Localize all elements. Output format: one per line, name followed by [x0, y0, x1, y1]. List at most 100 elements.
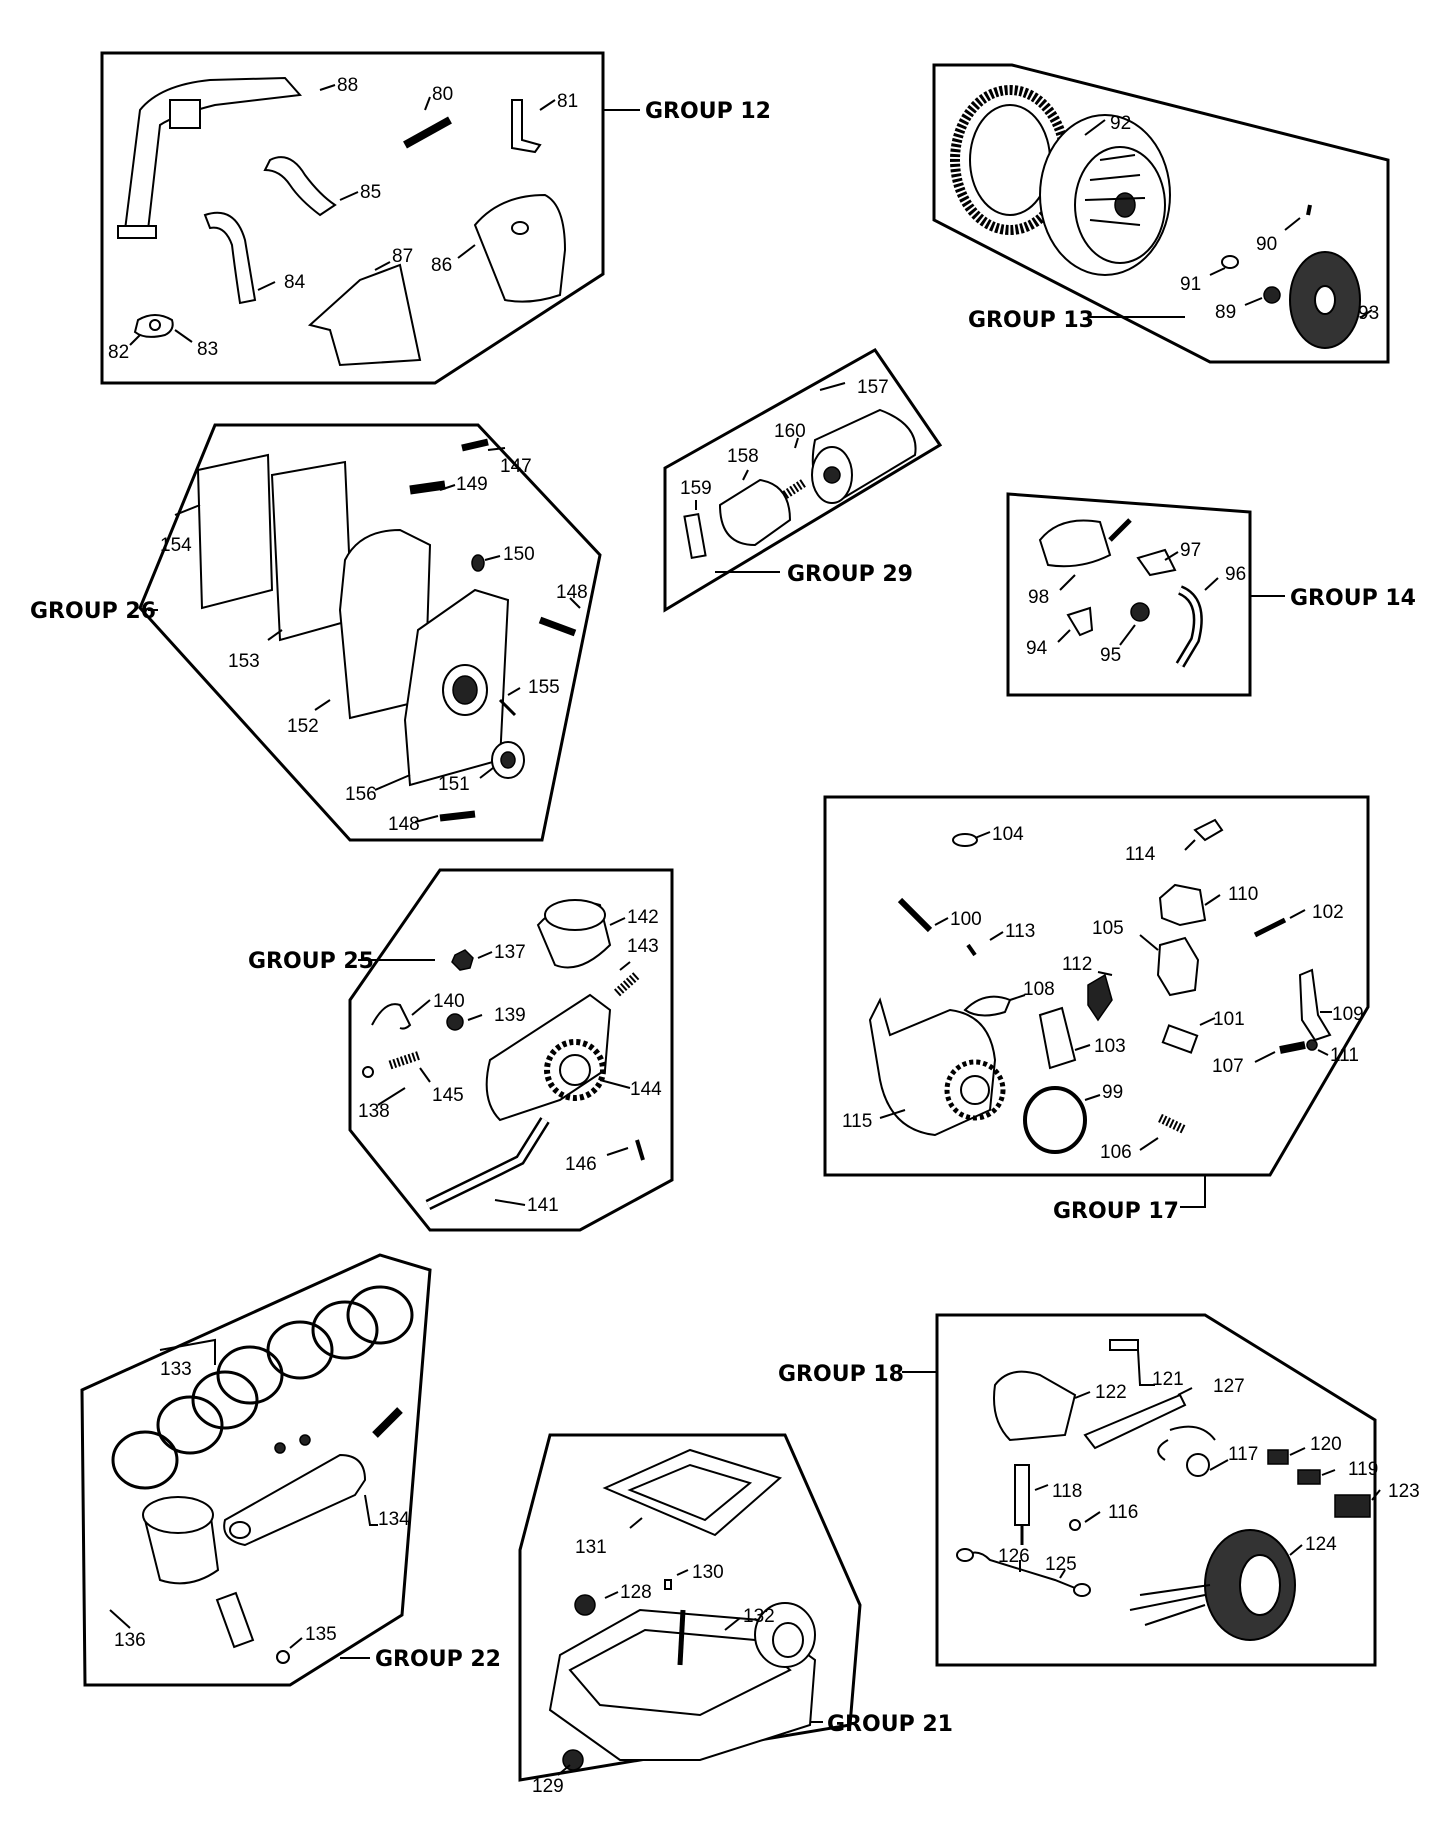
callout-138: 138: [358, 1101, 390, 1122]
callout-134: 134: [378, 1509, 410, 1530]
callout-103: 103: [1094, 1036, 1126, 1057]
callout-87: 87: [392, 246, 413, 267]
callout-127: 127: [1213, 1376, 1245, 1397]
callout-153: 153: [228, 651, 260, 672]
group-21-label: GROUP 21: [827, 1712, 953, 1737]
callout-100: 100: [950, 909, 982, 930]
callout-115: 115: [842, 1111, 872, 1132]
callout-99: 99: [1102, 1082, 1123, 1103]
callout-92: 92: [1110, 113, 1131, 134]
callout-125: 125: [1045, 1554, 1077, 1575]
callout-123: 123: [1388, 1481, 1420, 1502]
callout-133: 133: [160, 1359, 192, 1380]
callout-120: 120: [1310, 1434, 1342, 1455]
callout-89: 89: [1215, 302, 1236, 323]
callout-146: 146: [565, 1154, 597, 1175]
callout-128: 128: [620, 1582, 652, 1603]
group-13: GROUP 13 92 90 91 89 93: [932, 63, 1390, 364]
callout-147: 147: [500, 456, 532, 477]
callout-90: 90: [1256, 234, 1277, 255]
callout-114: 114: [1125, 844, 1156, 865]
callout-111: 111: [1330, 1045, 1359, 1066]
callout-112: 112: [1062, 954, 1092, 975]
callout-101: 101: [1213, 1009, 1245, 1030]
group-12-label: GROUP 12: [645, 99, 771, 124]
group-25: GROUP 25 142 137 143 140 139: [248, 868, 674, 1232]
callout-159: 159: [680, 478, 712, 499]
group-21: GROUP 21 131 128 130 132 129: [518, 1433, 953, 1797]
callout-93: 93: [1358, 303, 1379, 324]
group-14-label: GROUP 14: [1290, 586, 1416, 611]
callout-98: 98: [1028, 587, 1049, 608]
group-26-label: GROUP 26: [30, 599, 156, 624]
callout-83: 83: [197, 339, 218, 360]
callout-119: 119: [1348, 1459, 1378, 1480]
callout-108: 108: [1023, 979, 1055, 1000]
group-22-label: GROUP 22: [375, 1647, 501, 1672]
callout-154: 154: [160, 535, 192, 556]
callout-106: 106: [1100, 1142, 1132, 1163]
callout-88: 88: [337, 75, 358, 96]
group-18-label: GROUP 18: [778, 1362, 904, 1387]
callout-116: 116: [1108, 1502, 1138, 1523]
callout-104: 104: [992, 824, 1024, 845]
group-18: GROUP 18 122 121 127: [778, 1313, 1420, 1667]
callout-82: 82: [108, 342, 129, 363]
callout-121: 121: [1152, 1369, 1184, 1390]
callout-130: 130: [692, 1562, 724, 1583]
group-13-label: GROUP 13: [968, 308, 1094, 333]
callout-96: 96: [1225, 564, 1246, 585]
callout-86: 86: [431, 255, 452, 276]
callout-118: 118: [1052, 1481, 1082, 1502]
group-26: GROUP 26 147 149 154 150 148 153 155 1: [30, 423, 602, 842]
callout-149: 149: [456, 474, 488, 495]
callout-113: 113: [1005, 921, 1035, 942]
group-22: GROUP 22 133 134 136 135: [80, 1253, 501, 1687]
group-12: GROUP 12 88 80 81 85 84 87 86: [100, 51, 771, 385]
callout-158: 158: [727, 446, 759, 467]
callout-139: 139: [494, 1005, 526, 1026]
callout-136: 136: [114, 1630, 146, 1651]
callout-137: 137: [494, 942, 526, 963]
callout-151: 151: [438, 774, 470, 795]
group-17-label: GROUP 17: [1053, 1199, 1179, 1224]
callout-140: 140: [433, 991, 465, 1012]
callout-129: 129: [532, 1776, 564, 1797]
callout-81: 81: [557, 91, 578, 112]
callout-122: 122: [1095, 1382, 1127, 1403]
callout-94: 94: [1026, 638, 1048, 659]
callout-150: 150: [503, 544, 535, 565]
callout-152: 152: [287, 716, 319, 737]
callout-142: 142: [627, 907, 659, 928]
group-17: GROUP 17 10: [823, 795, 1370, 1224]
callout-95: 95: [1100, 645, 1121, 666]
group-25-label: GROUP 25: [248, 949, 374, 974]
callout-143: 143: [627, 936, 659, 957]
callout-102: 102: [1312, 902, 1344, 923]
callout-110: 110: [1228, 884, 1258, 905]
callout-80: 80: [432, 84, 453, 105]
callout-160: 160: [774, 421, 806, 442]
callout-124: 124: [1305, 1534, 1337, 1555]
callout-105: 105: [1092, 918, 1124, 939]
callout-109: 109: [1332, 1004, 1364, 1025]
group-29-label: GROUP 29: [787, 562, 913, 587]
callout-107: 107: [1212, 1056, 1244, 1077]
callout-132: 132: [743, 1606, 775, 1627]
group-14: GROUP 14 97 96 98 94 95: [1006, 492, 1416, 697]
group-29: GROUP 29 157 160 158 159: [663, 348, 943, 613]
callout-131: 131: [575, 1537, 607, 1558]
callout-85: 85: [360, 182, 381, 203]
callout-117: 117: [1228, 1444, 1258, 1465]
callout-97: 97: [1180, 540, 1201, 561]
callout-135: 135: [305, 1624, 337, 1645]
callout-157: 157: [857, 377, 889, 398]
callout-155: 155: [528, 677, 560, 698]
callout-145: 145: [432, 1085, 464, 1106]
callout-148b: 148: [388, 814, 420, 835]
callout-156: 156: [345, 784, 377, 805]
callout-141: 141: [527, 1195, 559, 1216]
callout-84: 84: [284, 272, 306, 293]
